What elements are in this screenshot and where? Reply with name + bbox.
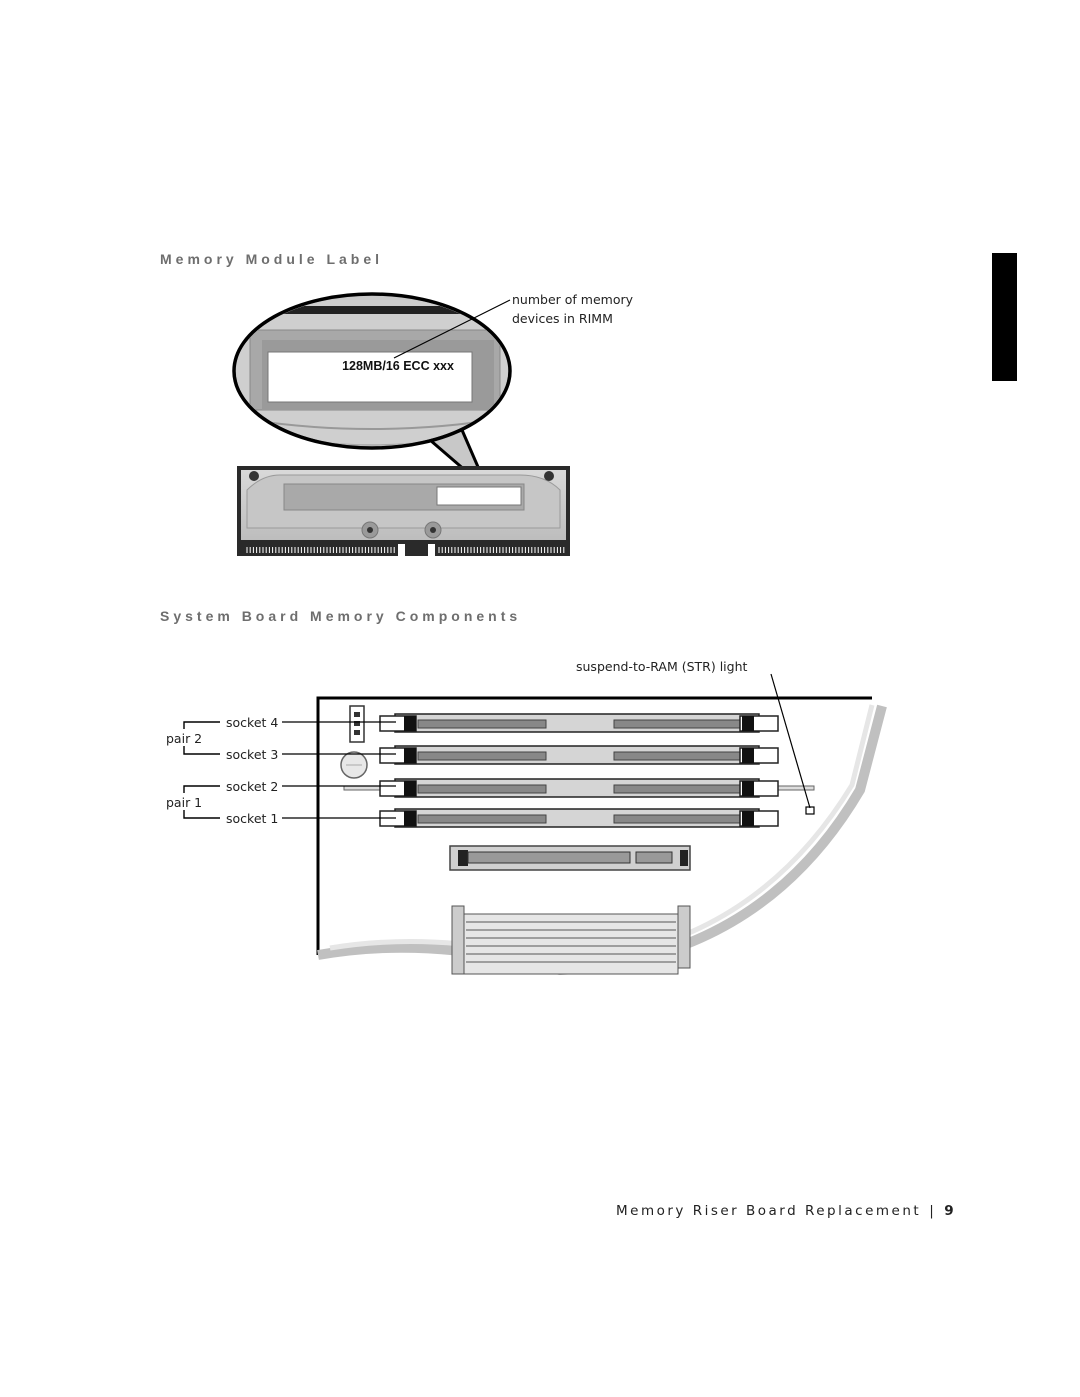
- pair2-callout: pair 2: [166, 731, 203, 746]
- socket3-callout: socket 3: [226, 747, 279, 762]
- pair2-bracket-bottom: [183, 746, 220, 755]
- expansion-slot: [449, 845, 691, 871]
- system-board-memory-heading: System Board Memory Components: [160, 608, 522, 624]
- pair2-bracket-top: [183, 721, 220, 729]
- socket-2: [379, 778, 779, 798]
- footer-separator: |: [929, 1203, 937, 1219]
- processor-cage: [451, 905, 691, 975]
- section-thumb-tab: [992, 253, 1017, 381]
- rimm-callout-line2: devices in RIMM: [512, 311, 613, 326]
- rimm-devices-callout: number of memory devices in RIMM: [512, 290, 633, 328]
- module-label-sticker: [267, 351, 473, 403]
- memory-module-label-heading: Memory Module Label: [160, 251, 384, 267]
- socket2-callout: socket 2: [226, 779, 279, 794]
- rimm-callout-line1: number of memory: [512, 292, 634, 307]
- pair1-bracket-bottom: [183, 810, 220, 819]
- memory-sockets: [379, 713, 779, 828]
- socket4-callout: socket 4: [226, 715, 279, 730]
- socket-4: [379, 713, 779, 733]
- socket-1: [379, 808, 779, 828]
- pair1-callout: pair 1: [166, 795, 203, 810]
- str-light: [805, 806, 815, 815]
- page-number: 9: [944, 1203, 954, 1219]
- str-light-leader: [770, 673, 811, 809]
- module-label-small: [436, 486, 522, 506]
- str-light-callout: suspend-to-RAM (STR) light: [576, 659, 748, 674]
- pair1-bracket-top: [183, 785, 220, 793]
- footer-title: Memory Riser Board Replacement: [616, 1203, 922, 1219]
- socket-3: [379, 745, 779, 765]
- socket1-callout: socket 1: [226, 811, 279, 826]
- page-footer: Memory Riser Board Replacement | 9: [616, 1203, 954, 1219]
- module-label-text: 128MB/16 ECC xxx: [342, 359, 454, 373]
- rimm-callout-leader: [393, 299, 511, 359]
